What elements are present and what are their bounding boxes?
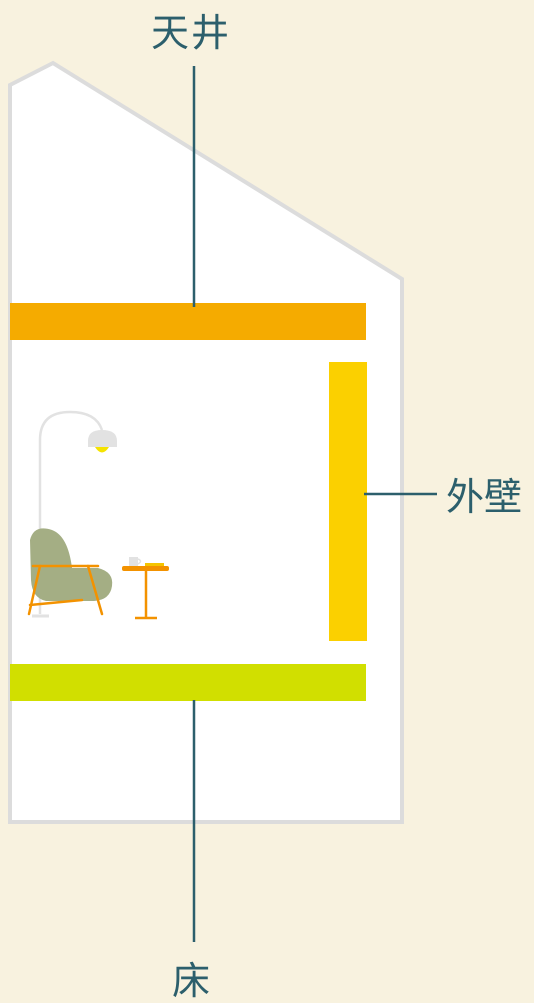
exterior-wall-label: 外壁 — [446, 475, 523, 519]
floor-insulation — [10, 664, 366, 701]
armchair-icon — [27, 528, 113, 616]
ceiling-insulation — [10, 303, 366, 340]
floor-label: 床 — [172, 959, 211, 1003]
exterior-wall-insulation — [329, 362, 367, 641]
ceiling-label: 天井 — [151, 11, 232, 55]
cup-icon — [129, 557, 142, 566]
floor-lamp-icon — [32, 410, 117, 618]
side-table-icon — [122, 563, 169, 620]
